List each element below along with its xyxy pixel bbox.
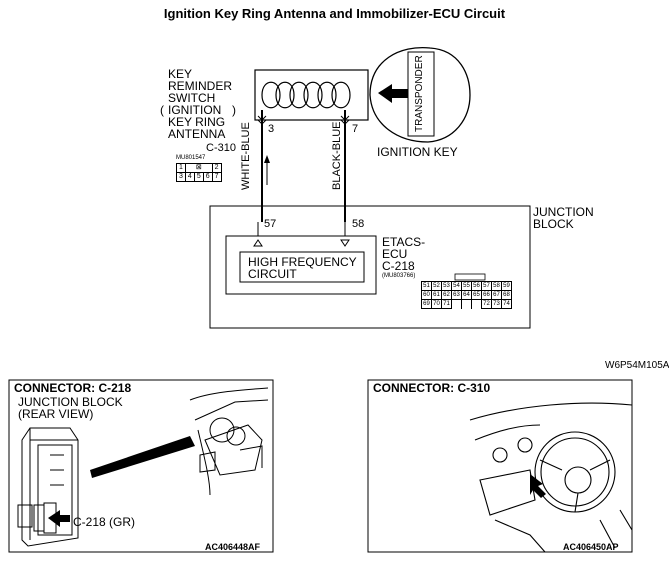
junction-block-sketch [17,427,79,547]
key-insert-arrow [378,84,408,103]
panel-left-header: CONNECTOR: C-218 [14,381,132,395]
antenna-coil [261,81,351,109]
switch-label-switch: SWITCH [168,91,216,105]
wire-name-black-blue: BLACK-BLUE [331,121,343,190]
diagram-code: W6P54M105A [605,360,669,371]
switch-label-paren-close: ) [232,103,236,117]
pin-cell: 67 [491,290,502,300]
pin-cell: 69 [421,299,432,309]
hf-circuit-label-1: HIGH FREQUENCY [248,255,357,269]
dashboard-sketch-left [189,387,269,496]
pin-cell: 68 [501,290,512,300]
pin-cell: 7 [211,172,222,182]
panel-right-header: CONNECTOR: C-310 [373,381,491,395]
pin-label-3: 3 [268,123,275,135]
pin-cell: 61 [431,290,442,300]
pin-cell: 52 [431,281,442,291]
pin-cell: 2 [211,163,222,173]
junction-block-label-2: BLOCK [533,217,574,231]
switch-label-reminder: REMINDER [168,79,233,93]
pin-cell: 5 [193,172,204,182]
panel-left-code: AC406448AF [205,542,261,552]
pin-cell: 60 [421,290,432,300]
panel-left-sub2: (REAR VIEW) [18,407,94,421]
junction-block-box [209,205,531,329]
pin-cell: 73 [491,299,502,309]
pin-cell: 51 [421,281,432,291]
wire-name-white-blue: WHITE-BLUE [240,122,252,190]
ignition-key-label: IGNITION KEY [377,145,458,159]
pin-cell-empty [461,299,472,309]
pin-cell: 72 [481,299,492,309]
etacs-ecu-label-1: ETACS- [382,235,426,249]
panel-right-frame [367,379,633,553]
callout-arrow-right [530,474,546,498]
pin-cell: 71 [441,299,452,309]
pin-cell-empty [451,299,462,309]
pin-cell: 55 [461,281,472,291]
transponder-label: TRANSPONDER [414,55,425,132]
pin-cell: 63 [451,290,462,300]
connector-c218-partno: (MU803766) [382,273,416,279]
pin-cell-key: ⊠ [184,163,213,173]
callout-arrow-left [48,510,70,527]
pin-cell: 74 [501,299,512,309]
panel-right-code: AC406450AP [563,542,619,552]
etacs-ecu-label-2: ECU [382,247,408,261]
hf-circuit-box [239,251,365,283]
pin-cell: 59 [501,281,512,291]
pin-label-57: 57 [264,218,277,230]
switch-label-key-ring: KEY RING [168,115,226,129]
switch-label-key: KEY [168,67,193,81]
switch-label-ignition: IGNITION [168,103,222,117]
ignition-key-head [369,46,471,143]
panel-left-sub1: JUNCTION BLOCK [18,395,123,409]
pin-cell: 64 [461,290,472,300]
pin-cell: 1 [176,163,186,173]
pin-label-58: 58 [352,218,365,230]
pin-cell: 62 [441,290,452,300]
pin-cell: 66 [481,290,492,300]
diagram-title: Ignition Key Ring Antenna and Immobilize… [163,6,506,21]
antenna-housing [254,69,369,121]
pin-cell: 57 [481,281,492,291]
pin-cell: 53 [441,281,452,291]
connector-c310-partno: MU801547 [176,155,206,161]
panel-left-frame [8,379,274,553]
pin-label-7: 7 [352,123,359,135]
pin-cell-empty [471,299,482,309]
switch-label-paren-open: ( [160,103,164,117]
hf-circuit-label-2: CIRCUIT [248,267,297,281]
pin-cell: 65 [471,290,482,300]
pin-cell: 54 [451,281,462,291]
steering-wheel-sketch [469,402,633,553]
connector-c310-pinout: 1 ⊠ 2 3 4 5 6 7 [176,163,222,182]
pin-cell: 6 [202,172,213,182]
junction-block-label-1: JUNCTION [533,205,594,219]
etacs-box [225,235,377,295]
connector-c218-pinout: 51 52 53 54 55 56 57 58 59 60 61 62 63 6… [421,281,512,309]
pin-cell: 70 [431,299,442,309]
pin-cell: 58 [491,281,502,291]
switch-label-antenna: ANTENNA [168,127,226,141]
panel-left-callout: C-218 (GR) [73,515,136,529]
connector-c310-label: C-310 [206,142,236,154]
connector-c218-label: C-218 [382,259,415,273]
pin-cell: 3 [176,172,186,182]
pin-cell: 56 [471,281,482,291]
pin-cell: 4 [184,172,195,182]
